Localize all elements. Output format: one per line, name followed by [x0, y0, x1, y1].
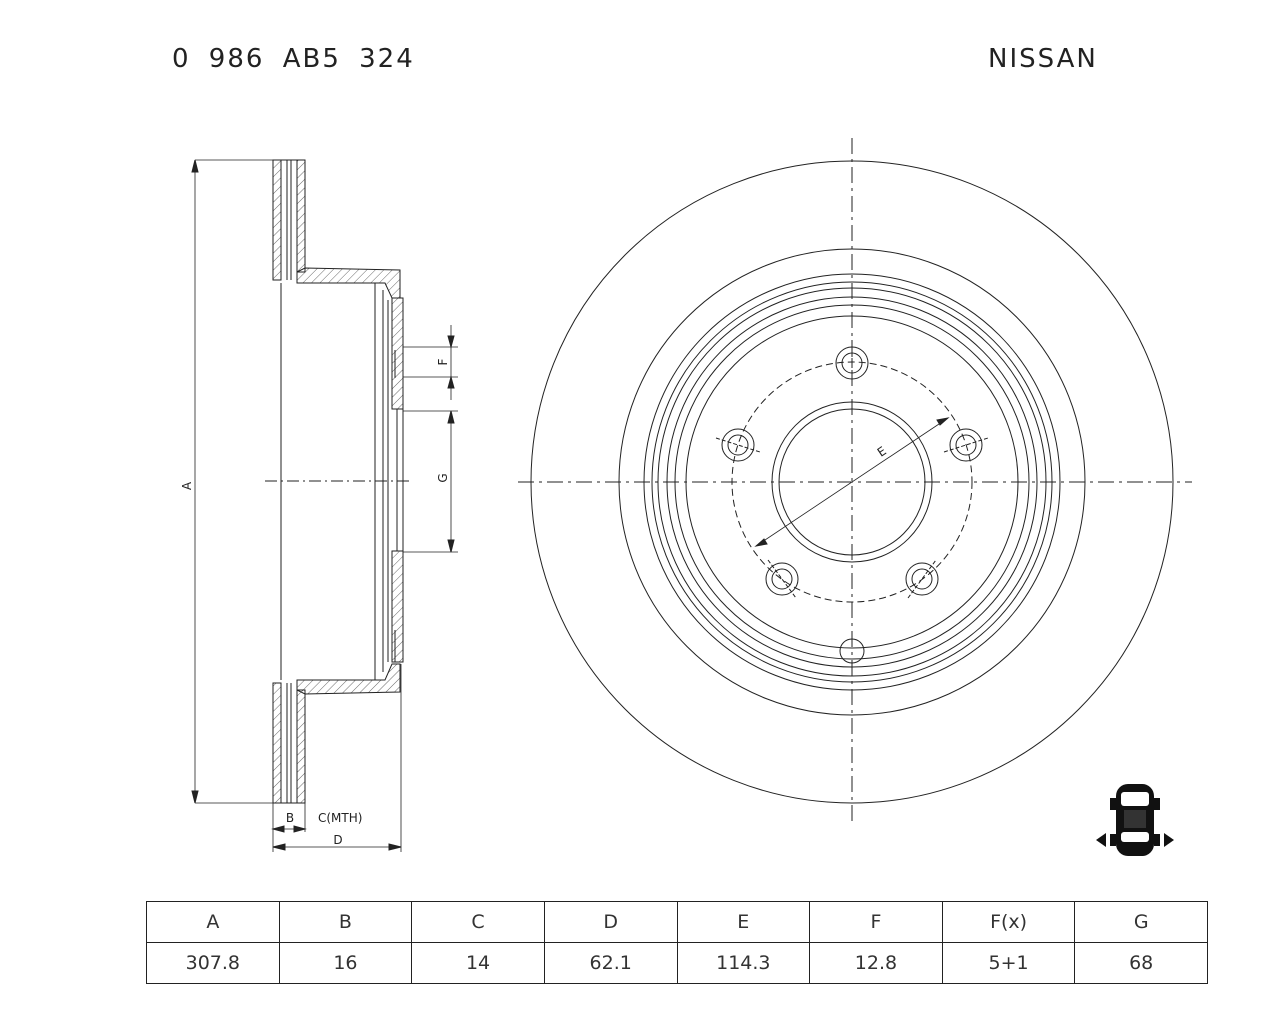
table-header-cell: D — [543, 901, 678, 943]
label-e: E — [875, 444, 889, 460]
table-header-cell: A — [146, 901, 280, 943]
label-d: D — [333, 833, 342, 847]
table-value-cell: 307.8 — [146, 942, 280, 984]
table-value-cell: 16 — [278, 942, 413, 984]
label-c: C(MTH) — [318, 811, 362, 825]
table-header-cell: E — [676, 901, 811, 943]
label-f: F — [436, 358, 450, 365]
table-value-cell: 62.1 — [543, 942, 678, 984]
table-header-cell: C — [411, 901, 545, 943]
part-number: 0 986 AB5 324 — [172, 44, 415, 74]
specification-table: A B C D E F F(x) G 307.8 16 14 62.1 114.… — [146, 901, 1208, 984]
table-header-cell: F(x) — [941, 901, 1076, 943]
table-header-cell: B — [278, 901, 413, 943]
table-header-cell: F — [809, 901, 943, 943]
front-view — [518, 138, 1192, 826]
table-row: 307.8 16 14 62.1 114.3 12.8 5+1 68 — [146, 942, 1208, 984]
label-a: A — [180, 481, 194, 490]
vehicle-rear-axle-icon — [1096, 784, 1174, 856]
label-g: G — [436, 473, 450, 482]
side-section-view — [191, 159, 458, 852]
table-value-cell: 5+1 — [941, 942, 1076, 984]
table-value-cell: 14 — [411, 942, 545, 984]
brand-name: NISSAN — [988, 44, 1098, 74]
table-header-cell: G — [1074, 901, 1208, 943]
table-value-cell: 114.3 — [676, 942, 811, 984]
table-value-cell: 12.8 — [809, 942, 943, 984]
label-b: B — [286, 811, 294, 825]
lug-holes — [715, 340, 989, 664]
table-header-row: A B C D E F F(x) G — [146, 901, 1208, 943]
section-hatching — [272, 159, 404, 804]
table-value-cell: 68 — [1074, 942, 1208, 984]
